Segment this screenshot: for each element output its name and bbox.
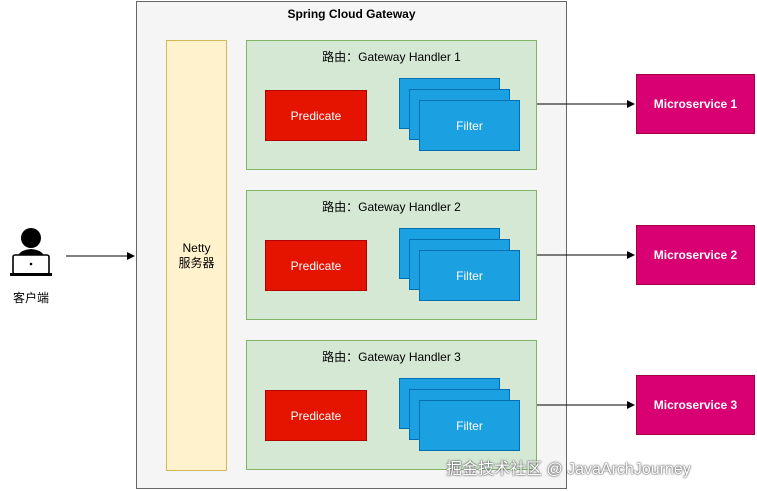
route-title-3: 路由：Gateway Handler 3 <box>322 350 461 364</box>
microservice-box-3: Microservice 3 <box>636 375 755 435</box>
filter-box-1: Filter <box>419 100 520 151</box>
predicate-box-1: Predicate <box>265 90 367 141</box>
filter-box-3: Filter <box>419 400 520 451</box>
predicate-box-3: Predicate <box>265 390 367 441</box>
filter-box-2: Filter <box>419 250 520 301</box>
route-title-1: 路由：Gateway Handler 1 <box>322 50 461 64</box>
microservice-box-2: Microservice 2 <box>636 225 755 285</box>
client-label: 客户端 <box>12 291 49 305</box>
gateway-title: Spring Cloud Gateway <box>287 7 416 21</box>
netty-label-line1: Netty <box>182 240 211 255</box>
netty-server-box: Netty 服务器 <box>166 40 227 471</box>
predicate-box-2: Predicate <box>265 240 367 291</box>
user-laptop-icon <box>10 228 52 276</box>
route-title-2: 路由：Gateway Handler 2 <box>322 200 461 214</box>
microservice-box-1: Microservice 1 <box>636 74 755 134</box>
netty-label-line2: 服务器 <box>178 255 215 270</box>
watermark-text: 掘金技术社区 @ JavaArchJourney <box>446 461 691 478</box>
